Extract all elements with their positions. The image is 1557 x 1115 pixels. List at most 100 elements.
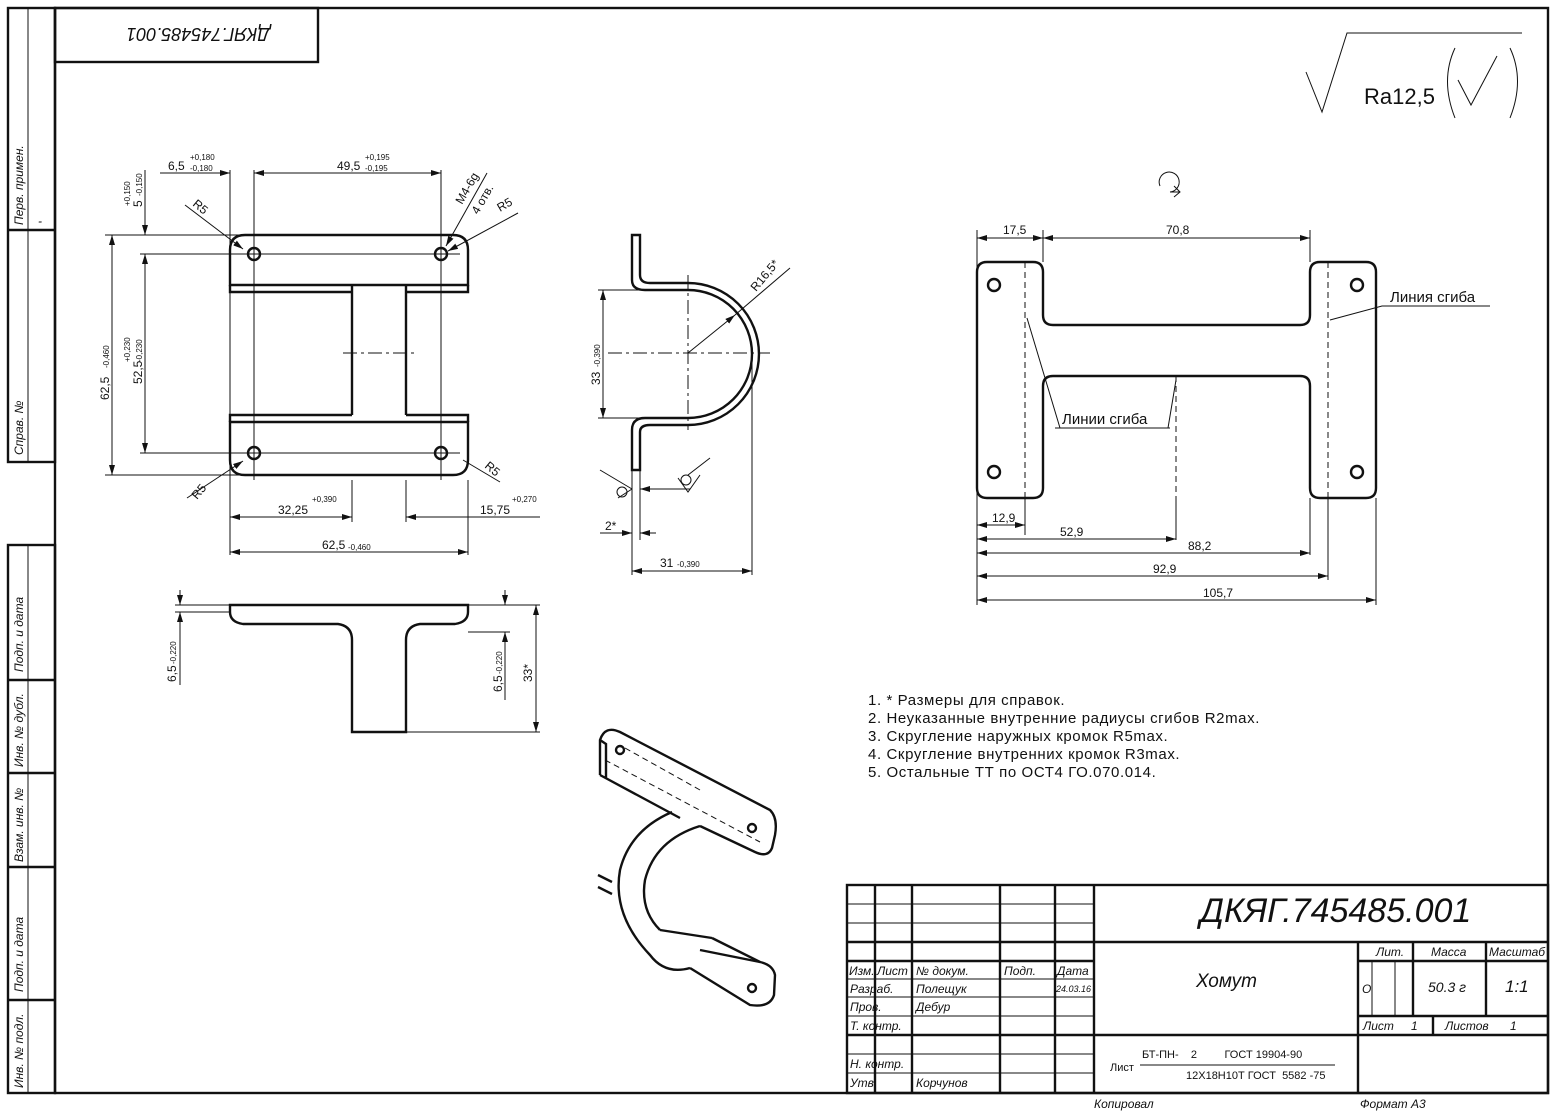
tol-up: +0,270 [512, 495, 537, 504]
lit-value: О [1362, 982, 1371, 996]
part-name: Хомут [1195, 971, 1257, 992]
dim-5: 5 [131, 200, 145, 207]
sheet-value: 1 [1411, 1019, 1418, 1033]
tol-lo: -0,390 [677, 560, 700, 569]
copied-label: Копировал [1094, 1097, 1154, 1111]
dim-105-7: 105,7 [1203, 586, 1233, 600]
sheets-value: 1 [1510, 1019, 1517, 1033]
margin-perv-primen-value: - [38, 214, 42, 228]
note-5: 5. Остальные ТТ по ОСТ4 ГО.070.014. [868, 764, 1156, 781]
dim-12-9: 12,9 [992, 511, 1016, 525]
role-utv: Утв. [849, 1076, 877, 1090]
header-izm: Изм. [849, 964, 875, 978]
radius-r5: R5 [495, 195, 516, 215]
radius-r5: R5 [482, 459, 503, 480]
material-sheet-spec: БТ-ПН- 2 ГОСТ 19904-90 [1142, 1049, 1302, 1061]
sheets-label: Листов [1444, 1019, 1489, 1033]
header-doc: № докум. [916, 964, 969, 978]
note-1: 1. * Размеры для справок. [868, 692, 1065, 709]
radius-r5: R5 [189, 481, 210, 502]
mass-value: 50.3 г [1428, 979, 1466, 995]
tol-up: +0,150 [123, 181, 132, 206]
dim-33: 33 [589, 371, 603, 385]
dim-6-5-right: 6,5 [491, 675, 505, 692]
tol-lo: -0,220 [495, 651, 504, 674]
dim-92-9: 92,9 [1153, 562, 1177, 576]
material-prefix: Лист [1110, 1062, 1134, 1074]
role-razrab: Разраб. [850, 982, 893, 996]
margin-podp-data-2: Подп. и дата [12, 917, 26, 992]
note-3: 3. Скругление наружных кромок R5max. [868, 728, 1168, 745]
bend-line-label: Линия сгиба [1390, 289, 1476, 306]
material-grade-spec: 12Х18Н10Т ГОСТ 5582 -75 [1186, 1070, 1326, 1082]
note-2: 2. Неуказанные внутренние радиусы сгибов… [868, 710, 1260, 727]
dim-2: 2* [605, 519, 617, 533]
dim-62-5-vertical: 62,5 [98, 376, 112, 400]
header-podp: Подп. [1004, 964, 1036, 978]
dim-70-8: 70,8 [1166, 223, 1190, 237]
margin-inv-podl: Инв. № подл. [12, 1014, 26, 1088]
role-nkontr: Н. контр. [850, 1057, 904, 1071]
side-view: R16,5* 33 -0,390 2* 31 -0,390 [589, 233, 791, 575]
person-utv: Корчунов [916, 1076, 968, 1090]
roughness-symbol: Ra12,5 [1305, 32, 1522, 119]
date-razrab: 24.03.16 [1055, 984, 1091, 994]
dim-33-ref: 33* [521, 664, 535, 682]
tol-lo: -0,180 [190, 164, 213, 173]
dim-52-9: 52,9 [1060, 525, 1084, 539]
unfolded-symbol [1158, 171, 1181, 198]
flat-pattern: 17,5 70,8 12,9 52,9 88,2 92,9 105,7 Лини… [975, 171, 1490, 605]
person-prov: Дебур [914, 1000, 951, 1014]
title-designation: ДКЯГ.745485.001 [1196, 892, 1471, 930]
dim-31: 31 [660, 556, 674, 570]
header-date: Дата [1055, 964, 1089, 978]
bend-lines-label: Линии сгиба [1062, 411, 1148, 428]
dim-6-5: 6,5 [168, 159, 185, 173]
dim-49-5: 49,5 [337, 159, 361, 173]
radius-r5: R5 [190, 197, 211, 218]
rotated-designation: ДКЯГ.745485.001 [126, 24, 272, 44]
dim-62-5-horizontal: 62,5 [322, 538, 346, 552]
scale-label: Масштаб [1489, 945, 1546, 959]
format-label: Формат А3 [1360, 1097, 1426, 1111]
margin-podp-data-1: Подп. и дата [12, 597, 26, 672]
dim-17-5: 17,5 [1003, 223, 1027, 237]
tol-up: +0,195 [365, 153, 390, 162]
sheet-label: Лист [1362, 1019, 1394, 1033]
tol-lo: -0,220 [169, 641, 178, 664]
lit-label: Лит. [1375, 945, 1404, 959]
role-prov: Пров. [850, 1000, 882, 1014]
dim-32-25: 32,25 [278, 503, 308, 517]
margin-perv-primen: Перв. примен. [12, 145, 26, 225]
margin-vzam-inv: Взам. инв. № [12, 788, 26, 862]
roughness-value: Ra12,5 [1364, 84, 1435, 109]
isometric-view [597, 728, 778, 1007]
bottom-view: 6,5 -0,220 6,5 -0,220 33* [165, 590, 540, 734]
tol-lo: -0,230 [135, 339, 144, 362]
tol-lo: -0,390 [593, 344, 602, 367]
dim-88-2: 88,2 [1188, 539, 1212, 553]
title-block: ДКЯГ.745485.001 Хомут Изм. Лист № докум.… [845, 883, 1550, 1111]
scale-value: 1:1 [1505, 977, 1529, 996]
note-4: 4. Скругление внутренних кромок R3max. [868, 746, 1180, 763]
tol-lo: -0,460 [348, 543, 371, 552]
person-razrab: Полещук [916, 982, 968, 996]
tol-up: +0,230 [123, 337, 132, 362]
drawing-frame [6, 6, 1550, 1095]
margin-inv-dubl: Инв. № дубл. [12, 693, 26, 767]
margin-labels: Перв. примен. - Справ. № Подп. и дата Ин… [12, 24, 272, 1088]
front-view: 6,5 +0,180 -0,180 49,5 +0,195 -0,195 5 +… [98, 153, 540, 555]
tol-lo: -0,195 [365, 164, 388, 173]
radius-r16-5: R16,5* [748, 257, 783, 294]
header-list: Лист [876, 964, 908, 978]
role-tkontr: Т. контр. [850, 1019, 902, 1033]
dim-6-5-left: 6,5 [165, 665, 179, 682]
margin-sprav-no: Справ. № [12, 400, 26, 455]
tol-up: +0,390 [312, 495, 337, 504]
technical-notes: 1. * Размеры для справок. 2. Неуказанные… [868, 692, 1260, 781]
dim-52-5: 52,5 [131, 360, 145, 384]
dim-15-75: 15,75 [480, 503, 510, 517]
tol-lo: -0,460 [102, 345, 111, 368]
tol-up: +0,180 [190, 153, 215, 162]
